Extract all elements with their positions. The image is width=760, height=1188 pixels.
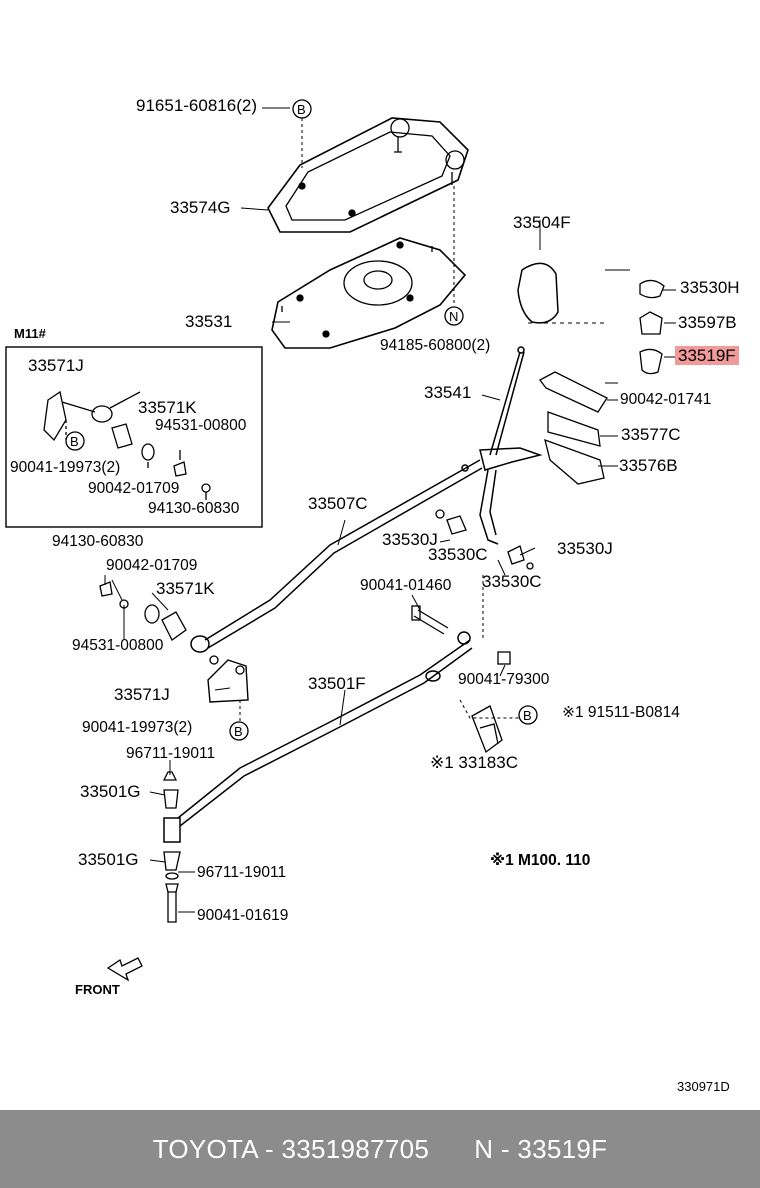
label-90042-01741: 90042-01741 — [620, 391, 712, 408]
b-callout-circle-lower — [229, 721, 249, 741]
inset-box — [5, 346, 263, 528]
case-cover-33531-drawing — [271, 237, 467, 349]
label-33574g: 33574G — [170, 198, 231, 217]
footer-callout-code: N - 33519F — [474, 1133, 608, 1164]
label-33501g-b: 33501G — [78, 850, 139, 869]
b-callout-circle-right — [518, 705, 538, 725]
footer-brand-part-number: TOYOTA - 3351987705 — [152, 1133, 430, 1164]
right-small-parts — [539, 279, 665, 485]
gasket-33574g-drawing — [267, 117, 469, 233]
label-90042-01709: 90042-01709 — [106, 557, 198, 574]
label-33507c: 33507C — [308, 494, 368, 513]
label-33541: 33541 — [424, 383, 472, 402]
label-33597b: 33597B — [678, 313, 737, 332]
label-33183c: ※1 33183C — [430, 753, 518, 772]
front-label: FRONT — [75, 982, 120, 997]
footer-bar: TOYOTA - 3351987705 N - 33519F — [0, 1110, 760, 1188]
label-94531-00800: 94531-00800 — [72, 637, 164, 654]
parts-diagram: 91651-60816(2) B 33574G 33531 N 94185-60… — [5, 96, 740, 1094]
bolt-drawing — [411, 605, 449, 635]
label-90041-01460: 90041-01460 — [360, 577, 452, 594]
box-label-94130-60830: 94130-60830 — [148, 500, 240, 517]
label-90041-19973: 90041-19973(2) — [82, 719, 193, 736]
label-33530c-a: 33530C — [428, 545, 488, 564]
rod-33507c-drawing — [190, 459, 483, 653]
label-33531: 33531 — [185, 312, 233, 331]
label-96711-19011-b: 96711-19011 — [197, 864, 287, 881]
label-33504f: 33504F — [513, 213, 571, 232]
shift-knob-drawing — [517, 262, 559, 324]
nut-drawing — [497, 651, 511, 665]
box-label-90041-19973: 90041-19973(2) — [10, 459, 121, 476]
label-33530h: 33530H — [680, 278, 740, 297]
label-90041-01619: 90041-01619 — [197, 907, 289, 924]
label-33571j: 33571J — [114, 685, 170, 704]
leader-lines — [104, 107, 676, 913]
b-callout-right: B — [523, 708, 532, 723]
inset-parts-drawing — [43, 390, 211, 500]
box-b-callout: B — [70, 434, 79, 449]
label-33530c-b: 33530C — [482, 572, 542, 591]
shift-lever-drawing — [479, 346, 543, 545]
box-label-90042-01709: 90042-01709 — [88, 480, 180, 497]
label-33501f: 33501F — [308, 674, 366, 693]
label-91651-60816: 91651-60816(2) — [136, 96, 257, 115]
label-33530j-a: 33530J — [382, 530, 438, 549]
bracket-33183c-drawing — [471, 705, 503, 754]
label-94185-60800: 94185-60800(2) — [380, 337, 491, 354]
n-callout-circle — [444, 306, 464, 326]
diagram-artwork — [5, 99, 676, 982]
front-arrow-icon — [106, 957, 143, 982]
label-90041-79300: 90041-79300 — [458, 671, 550, 688]
rod-33501f-drawing — [177, 631, 473, 827]
label-33519f-highlighted: 33519F — [675, 346, 739, 365]
diagram-code: 330971D — [677, 1079, 730, 1094]
label-33571k: 33571K — [156, 579, 215, 598]
b-callout-circle-box — [65, 431, 85, 451]
bottom-stack-drawing — [162, 771, 181, 923]
b-callout-top: B — [297, 102, 306, 117]
n-callout: N — [449, 309, 459, 324]
left-small-parts — [99, 581, 249, 703]
label-33577c: 33577C — [621, 425, 681, 444]
box-label-33571k: 33571K — [138, 398, 197, 417]
b-callout-lower: B — [234, 724, 243, 739]
label-33576b: 33576B — [619, 456, 678, 475]
bushing-parts-drawing — [435, 509, 534, 570]
b-callout-circle-top — [292, 99, 312, 119]
box-label-94531-00800: 94531-00800 — [155, 417, 247, 434]
note-m100: ※1 M100. 110 — [490, 852, 591, 869]
label-33501g-a: 33501G — [80, 782, 141, 801]
label-m11: M11# — [14, 326, 46, 341]
label-91511-b0814: ※1 91511-B0814 — [562, 704, 680, 721]
box-label-33571j: 33571J — [28, 356, 84, 375]
label-94130-60830: 94130-60830 — [52, 533, 144, 550]
label-96711-19011-a: 96711-19011 — [126, 745, 216, 762]
label-33530j-b: 33530J — [557, 539, 613, 558]
